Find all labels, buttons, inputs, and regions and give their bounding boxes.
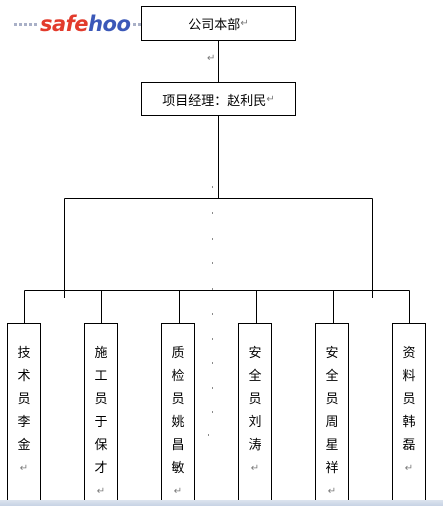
project-manager-label: 项目经理：赵利民: [162, 93, 267, 109]
staff-box: 安全员 周星祥 ↵: [315, 323, 349, 503]
project-manager-box: 项目经理：赵利民↵: [141, 82, 296, 116]
staff-role: 施工员: [94, 346, 108, 407]
return-mark: ↵: [19, 463, 29, 474]
return-mark: ↵: [266, 93, 275, 105]
staff-role: 安全员: [325, 346, 339, 407]
staff-role: 安全员: [248, 346, 262, 407]
staff-name: 于保才: [94, 415, 108, 476]
staff-box: 质检员 姚昌敏 ↵: [161, 323, 195, 503]
return-mark: ↵: [240, 18, 249, 29]
staff-box: 安全员 刘涛 ↵: [238, 323, 272, 503]
company-hq-label: 公司本部: [188, 18, 241, 33]
staff-role: 质检员: [171, 346, 185, 407]
staff-name: 韩磊: [402, 415, 416, 453]
staff-name: 姚昌敏: [171, 415, 185, 476]
logo-text-hoo: hoo: [88, 11, 131, 36]
staff-name: 李金: [17, 415, 31, 453]
company-hq-box: 公司本部↵: [141, 6, 296, 41]
return-mark: ↵: [327, 486, 337, 497]
site-logo: safehoo: [14, 8, 152, 40]
bottom-scroll-bar: [0, 500, 443, 506]
staff-box: 资料员 韩磊 ↵: [392, 323, 426, 503]
return-mark: ↵: [250, 463, 260, 474]
staff-role: 资料员: [402, 346, 416, 407]
staff-name: 周星祥: [325, 415, 339, 476]
logo-text: safehoo: [40, 11, 131, 36]
logo-dots-left: [14, 22, 37, 26]
return-mark: ↵: [96, 486, 106, 497]
staff-name: 刘涛: [248, 415, 262, 453]
return-mark: ↵: [404, 463, 414, 474]
staff-box: 技术员 李金 ↵: [7, 323, 41, 503]
return-mark: ↵: [207, 53, 216, 64]
staff-box: 施工员 于保才 ↵: [84, 323, 118, 503]
logo-text-safe: safe: [40, 11, 89, 36]
return-mark: ↵: [173, 486, 183, 497]
staff-role: 技术员: [17, 346, 31, 407]
